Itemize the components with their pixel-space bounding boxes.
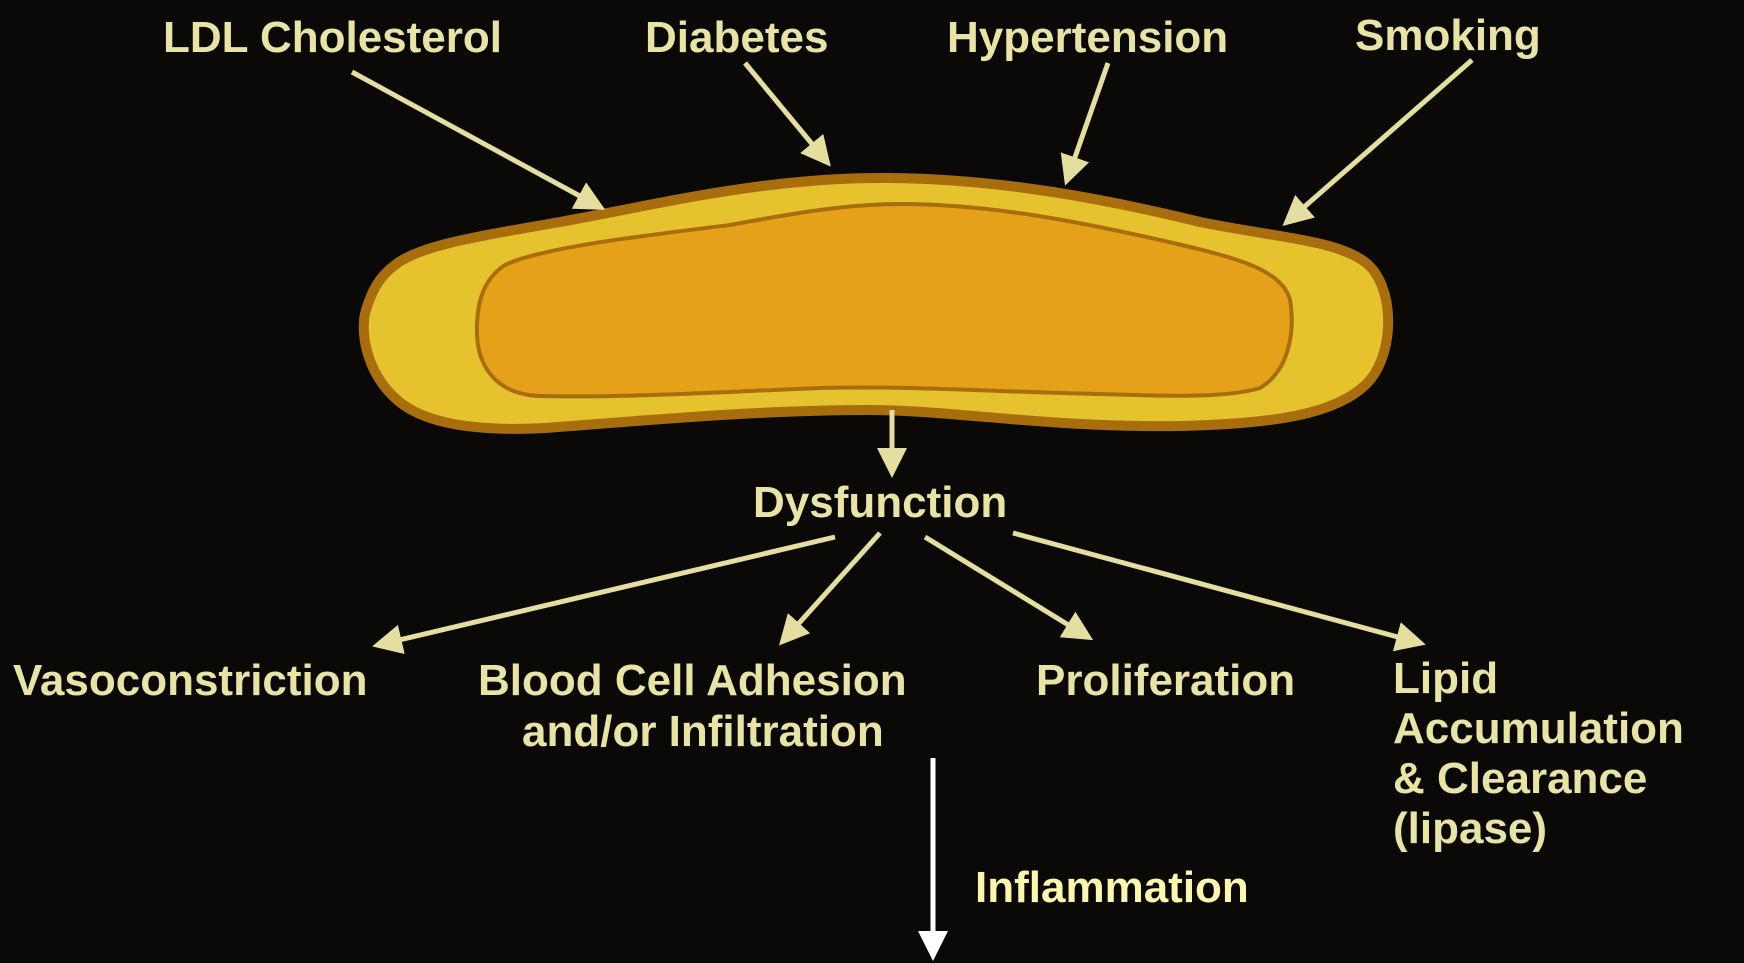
label-hypertension: Hypertension: [947, 13, 1228, 62]
arrow-smoking-to-cell: [1287, 60, 1472, 222]
label-vasoconstriction: Vasoconstriction: [13, 656, 368, 705]
label-lipid-line2: Accumulation: [1393, 704, 1684, 753]
arrow-ldl-to-cell: [352, 72, 600, 207]
label-adhesion-line1: Blood Cell Adhesion: [478, 656, 907, 705]
label-diabetes: Diabetes: [645, 13, 828, 62]
arrow-to-proliferation: [925, 537, 1088, 637]
label-lipid-line1: Lipid: [1393, 654, 1498, 703]
label-proliferation: Proliferation: [1036, 656, 1295, 705]
label-adhesion-line2: and/or Infiltration: [522, 707, 884, 756]
endothelial-cell: [364, 178, 1388, 429]
arrow-to-adhesion: [783, 533, 880, 641]
label-smoking: Smoking: [1355, 11, 1541, 60]
label-ldl-cholesterol: LDL Cholesterol: [163, 13, 502, 62]
arrow-diabetes-to-cell: [745, 63, 827, 162]
arrow-to-vasoconstriction: [378, 537, 835, 645]
label-dysfunction: Dysfunction: [753, 478, 1007, 527]
label-lipid-line3: & Clearance: [1393, 754, 1647, 803]
label-inflammation: Inflammation: [975, 863, 1249, 912]
arrow-hypertension-to-cell: [1067, 63, 1108, 180]
label-lipid-line4: (lipase): [1393, 804, 1547, 853]
